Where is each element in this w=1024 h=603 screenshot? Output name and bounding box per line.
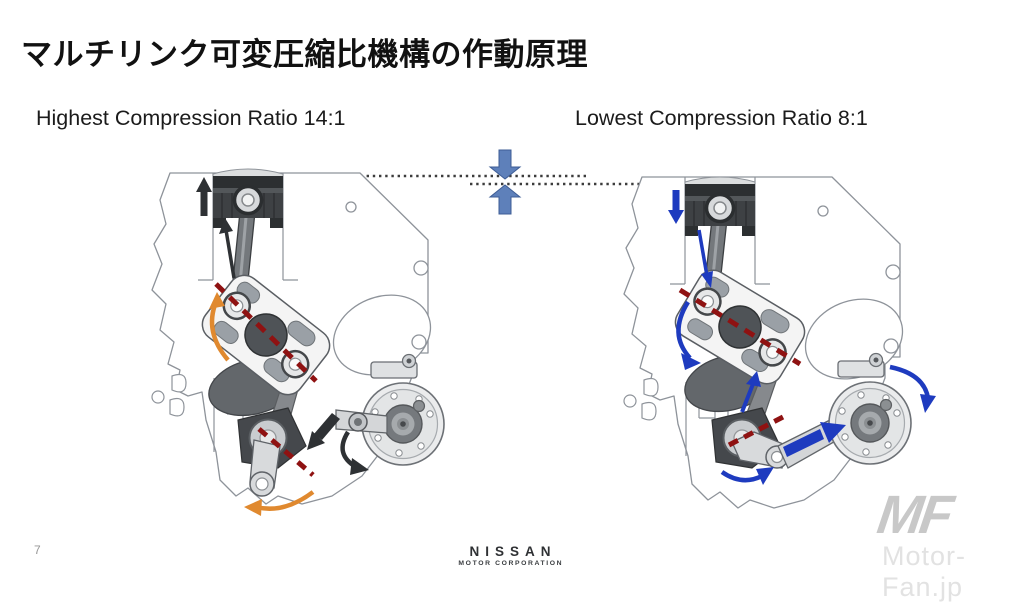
motor-fan-watermark-text: Motor-Fan.jp xyxy=(882,541,967,602)
nissan-sub-text: MOTOR CORPORATION xyxy=(458,560,564,567)
lower-link-web xyxy=(740,354,786,435)
lower-link-torque-arrow xyxy=(307,413,340,450)
lower-link-web xyxy=(267,367,305,433)
left-ratio-label: Highest Compression Ratio 14:1 xyxy=(36,106,346,130)
right-engine-diagram xyxy=(623,175,936,509)
connecting-rod xyxy=(230,201,257,301)
piston xyxy=(683,175,757,238)
multi-link xyxy=(674,269,806,385)
nissan-brand-text: NISSAN xyxy=(469,544,557,559)
piston-motion-arrow xyxy=(668,190,684,224)
right-ratio-label: Lowest Compression Ratio 8:1 xyxy=(575,106,868,130)
link-axis-dashes xyxy=(678,287,802,448)
vcr-actuator xyxy=(361,353,445,466)
actuator-rotation-arrow xyxy=(340,430,369,475)
actuator-rotation-arrow xyxy=(889,364,936,413)
engine-block xyxy=(623,176,916,509)
connecting-rod xyxy=(702,209,729,303)
tdc-reference-overlay xyxy=(286,149,684,215)
piston xyxy=(211,167,285,230)
page-number: 7 xyxy=(34,543,41,557)
control-shaft-rotation-arrow xyxy=(244,490,315,516)
engine-block xyxy=(151,172,444,505)
crank-journal xyxy=(237,407,307,469)
actuator-arm xyxy=(777,409,863,469)
control-link xyxy=(249,439,281,497)
control-link xyxy=(731,431,789,469)
vcr-actuator xyxy=(828,352,912,465)
tdc-gap-arrows-icon xyxy=(488,149,522,215)
nissan-wordmark: NISSAN MOTOR CORPORATION xyxy=(430,544,590,568)
link-axis-dashes xyxy=(214,282,318,477)
rod-motion-arrow xyxy=(697,229,713,288)
control-shaft-rotation-arrow xyxy=(720,467,774,485)
multilink-rotation-arrow xyxy=(676,300,701,370)
rod-motion-arrow xyxy=(219,218,236,279)
control-link-motion-arrow xyxy=(740,371,761,413)
crank-journal xyxy=(711,407,781,469)
slide-canvas: マルチリンク可変圧縮比機構の作動原理 Highest Compression R… xyxy=(21,36,966,602)
actuator-torque-arrow xyxy=(783,422,846,457)
counterweight xyxy=(208,357,298,417)
multi-link xyxy=(201,274,331,396)
actuator-arm xyxy=(335,409,388,434)
counterweight xyxy=(684,353,774,413)
piston-motion-arrow xyxy=(196,177,212,216)
multilink-rotation-arrow xyxy=(209,292,230,362)
motor-fan-logo: MF xyxy=(873,485,955,545)
slide-title: マルチリンク可変圧縮比機構の作動原理 xyxy=(21,36,588,72)
left-engine-diagram xyxy=(151,167,445,516)
